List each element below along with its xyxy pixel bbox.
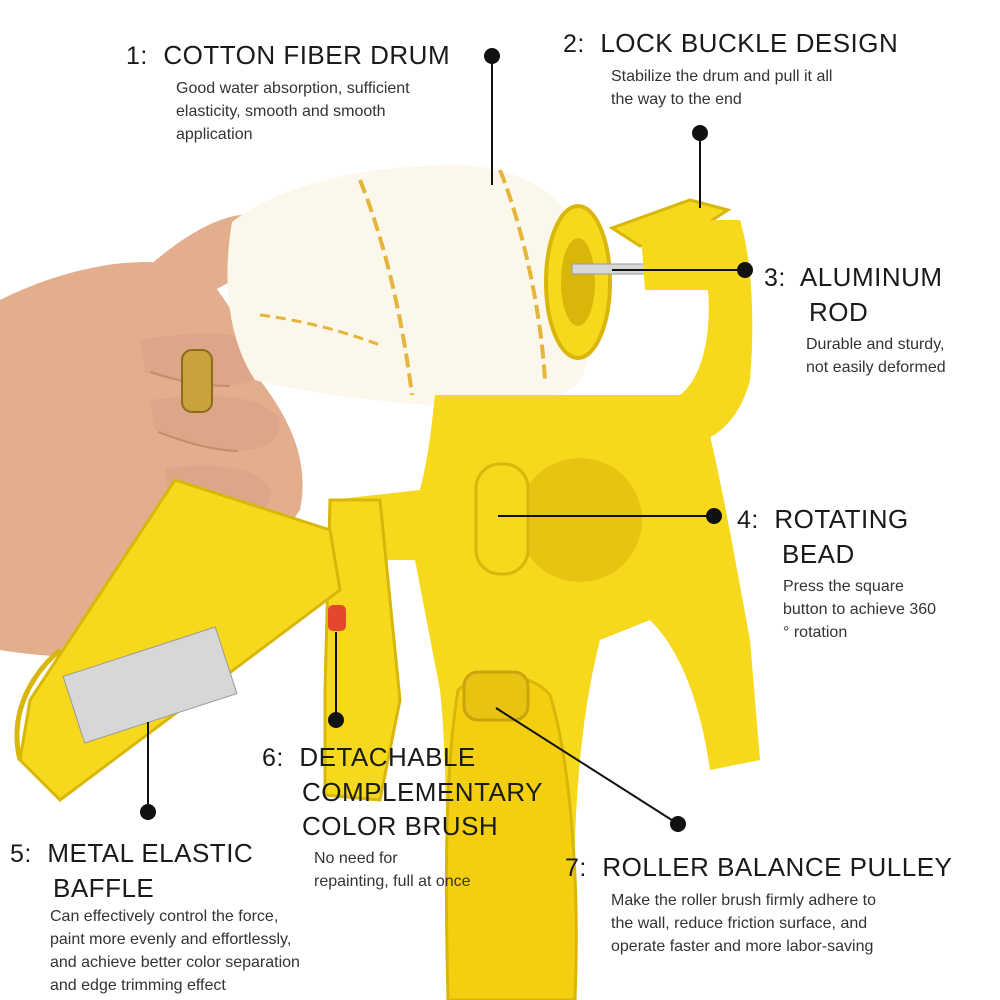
roller-drum bbox=[227, 165, 612, 408]
annotation-rotating-bead: 4: ROTATING BEAD Press the square button… bbox=[737, 502, 997, 644]
annotation-number: 2: bbox=[563, 30, 585, 58]
annotation-description-line: the way to the end bbox=[611, 91, 742, 108]
annotation-description-line: button to achieve 360 bbox=[783, 601, 937, 618]
annotation-title-line: ALUMINUM bbox=[799, 262, 943, 292]
annotation-title: 7: ROLLER BALANCE PULLEY bbox=[565, 850, 995, 885]
annotation-description-line: paint more evenly and effortlessly, bbox=[50, 931, 292, 948]
annotation-description-line: Durable and sturdy, bbox=[806, 336, 945, 353]
annotation-title-line: COTTON FIBER DRUM bbox=[163, 40, 451, 70]
leader-dot-1 bbox=[484, 48, 500, 64]
left-lower-leg bbox=[323, 498, 402, 802]
annotation-description-line: Stabilize the drum and pull it all bbox=[611, 68, 833, 85]
ring bbox=[181, 349, 213, 413]
annotation-roller-balance-pulley: 7: ROLLER BALANCE PULLEY Make the roller… bbox=[565, 850, 995, 958]
upper-arm bbox=[640, 220, 753, 445]
annotation-description-line: Make the roller brush firmly adhere to bbox=[611, 892, 876, 909]
annotation-title-line: ROD bbox=[809, 297, 869, 327]
annotation-number: 3: bbox=[764, 264, 786, 292]
fabric-stripe bbox=[358, 179, 414, 396]
fabric-sleeve bbox=[227, 165, 593, 408]
rotating-bead-socket bbox=[518, 458, 642, 582]
annotation-description-line: and achieve better color separation bbox=[50, 954, 300, 971]
annotation-aluminum-rod: 3: ALUMINUM ROD Durable and sturdy, not … bbox=[764, 260, 994, 379]
annotation-description-line: repainting, full at once bbox=[314, 873, 471, 890]
annotation-title-line: COLOR BRUSH bbox=[302, 811, 499, 841]
annotation-description-line: the wall, reduce friction surface, and bbox=[611, 915, 868, 932]
drum-end-cap-hole bbox=[561, 238, 595, 326]
annotation-number: 6: bbox=[262, 744, 284, 772]
annotation-title-line: ROLLER BALANCE PULLEY bbox=[602, 852, 953, 882]
annotation-title-line: BAFFLE bbox=[53, 873, 155, 903]
leader-dot-6 bbox=[328, 712, 344, 728]
leader-line-7 bbox=[495, 707, 679, 825]
metal-baffle-plate bbox=[62, 626, 238, 744]
annotation-title-line: METAL ELASTIC bbox=[47, 838, 254, 868]
finger-two bbox=[150, 395, 280, 451]
annotation-number: 5: bbox=[10, 840, 32, 868]
annotation-description-line: ° rotation bbox=[783, 624, 848, 641]
rotating-bead-button bbox=[474, 462, 530, 576]
annotation-title-line: LOCK BUCKLE DESIGN bbox=[600, 28, 899, 58]
annotation-metal-elastic-baffle: 5: METAL ELASTIC BAFFLE Can effectively … bbox=[10, 836, 380, 997]
annotation-description-line: No need for bbox=[314, 850, 398, 867]
baffle-curve bbox=[14, 648, 62, 761]
leader-lines bbox=[140, 48, 753, 832]
annotation-title: 2: LOCK BUCKLE DESIGN bbox=[563, 26, 943, 61]
annotation-title: 4: ROTATING bbox=[737, 502, 997, 537]
leader-dot-2 bbox=[692, 125, 708, 141]
annotation-title-line: DETACHABLE bbox=[299, 742, 476, 772]
leader-dot-5 bbox=[140, 804, 156, 820]
balance-pulley bbox=[462, 670, 530, 722]
annotation-number: 4: bbox=[737, 506, 759, 534]
annotation-title: 6: DETACHABLE bbox=[262, 740, 582, 775]
annotation-description-line: application bbox=[176, 126, 253, 143]
annotation-number: 1: bbox=[126, 42, 148, 70]
annotation-title-line: COMPLEMENTARY bbox=[302, 777, 544, 807]
annotation-description-line: elasticity, smooth and smooth bbox=[176, 103, 386, 120]
leader-dot-4 bbox=[706, 508, 722, 524]
annotation-number: 7: bbox=[565, 854, 587, 882]
knuckle-crease bbox=[157, 431, 239, 452]
fabric-stripe bbox=[498, 169, 547, 381]
annotation-title: 5: METAL ELASTIC bbox=[10, 836, 380, 871]
annotation-lock-buckle-design: 2: LOCK BUCKLE DESIGN Stabilize the drum… bbox=[563, 26, 943, 111]
annotation-cotton-fiber-drum: 1: COTTON FIBER DRUM Good water absorpti… bbox=[126, 38, 496, 146]
annotation-description-line: Good water absorption, sufficient bbox=[176, 80, 410, 97]
leader-dot-3 bbox=[737, 262, 753, 278]
annotation-detachable-complementary-color-brush: 6: DETACHABLE COMPLEMENTARY COLOR BRUSH … bbox=[262, 740, 582, 893]
annotation-description-line: not easily deformed bbox=[806, 359, 946, 376]
annotation-title: 3: ALUMINUM bbox=[764, 260, 994, 295]
leader-dot-7 bbox=[670, 816, 686, 832]
annotation-description-line: and edge trimming effect bbox=[50, 977, 226, 994]
brush-tip bbox=[328, 605, 346, 631]
annotation-description-line: operate faster and more labor-saving bbox=[611, 938, 874, 955]
annotation-title-line: BEAD bbox=[782, 539, 855, 569]
annotation-description-line: Press the square bbox=[783, 578, 904, 595]
annotation-title: 1: COTTON FIBER DRUM bbox=[126, 38, 496, 73]
annotation-title-line: ROTATING bbox=[774, 504, 909, 534]
annotation-description-line: Can effectively control the force, bbox=[50, 908, 279, 925]
tool-frame bbox=[14, 198, 760, 1000]
